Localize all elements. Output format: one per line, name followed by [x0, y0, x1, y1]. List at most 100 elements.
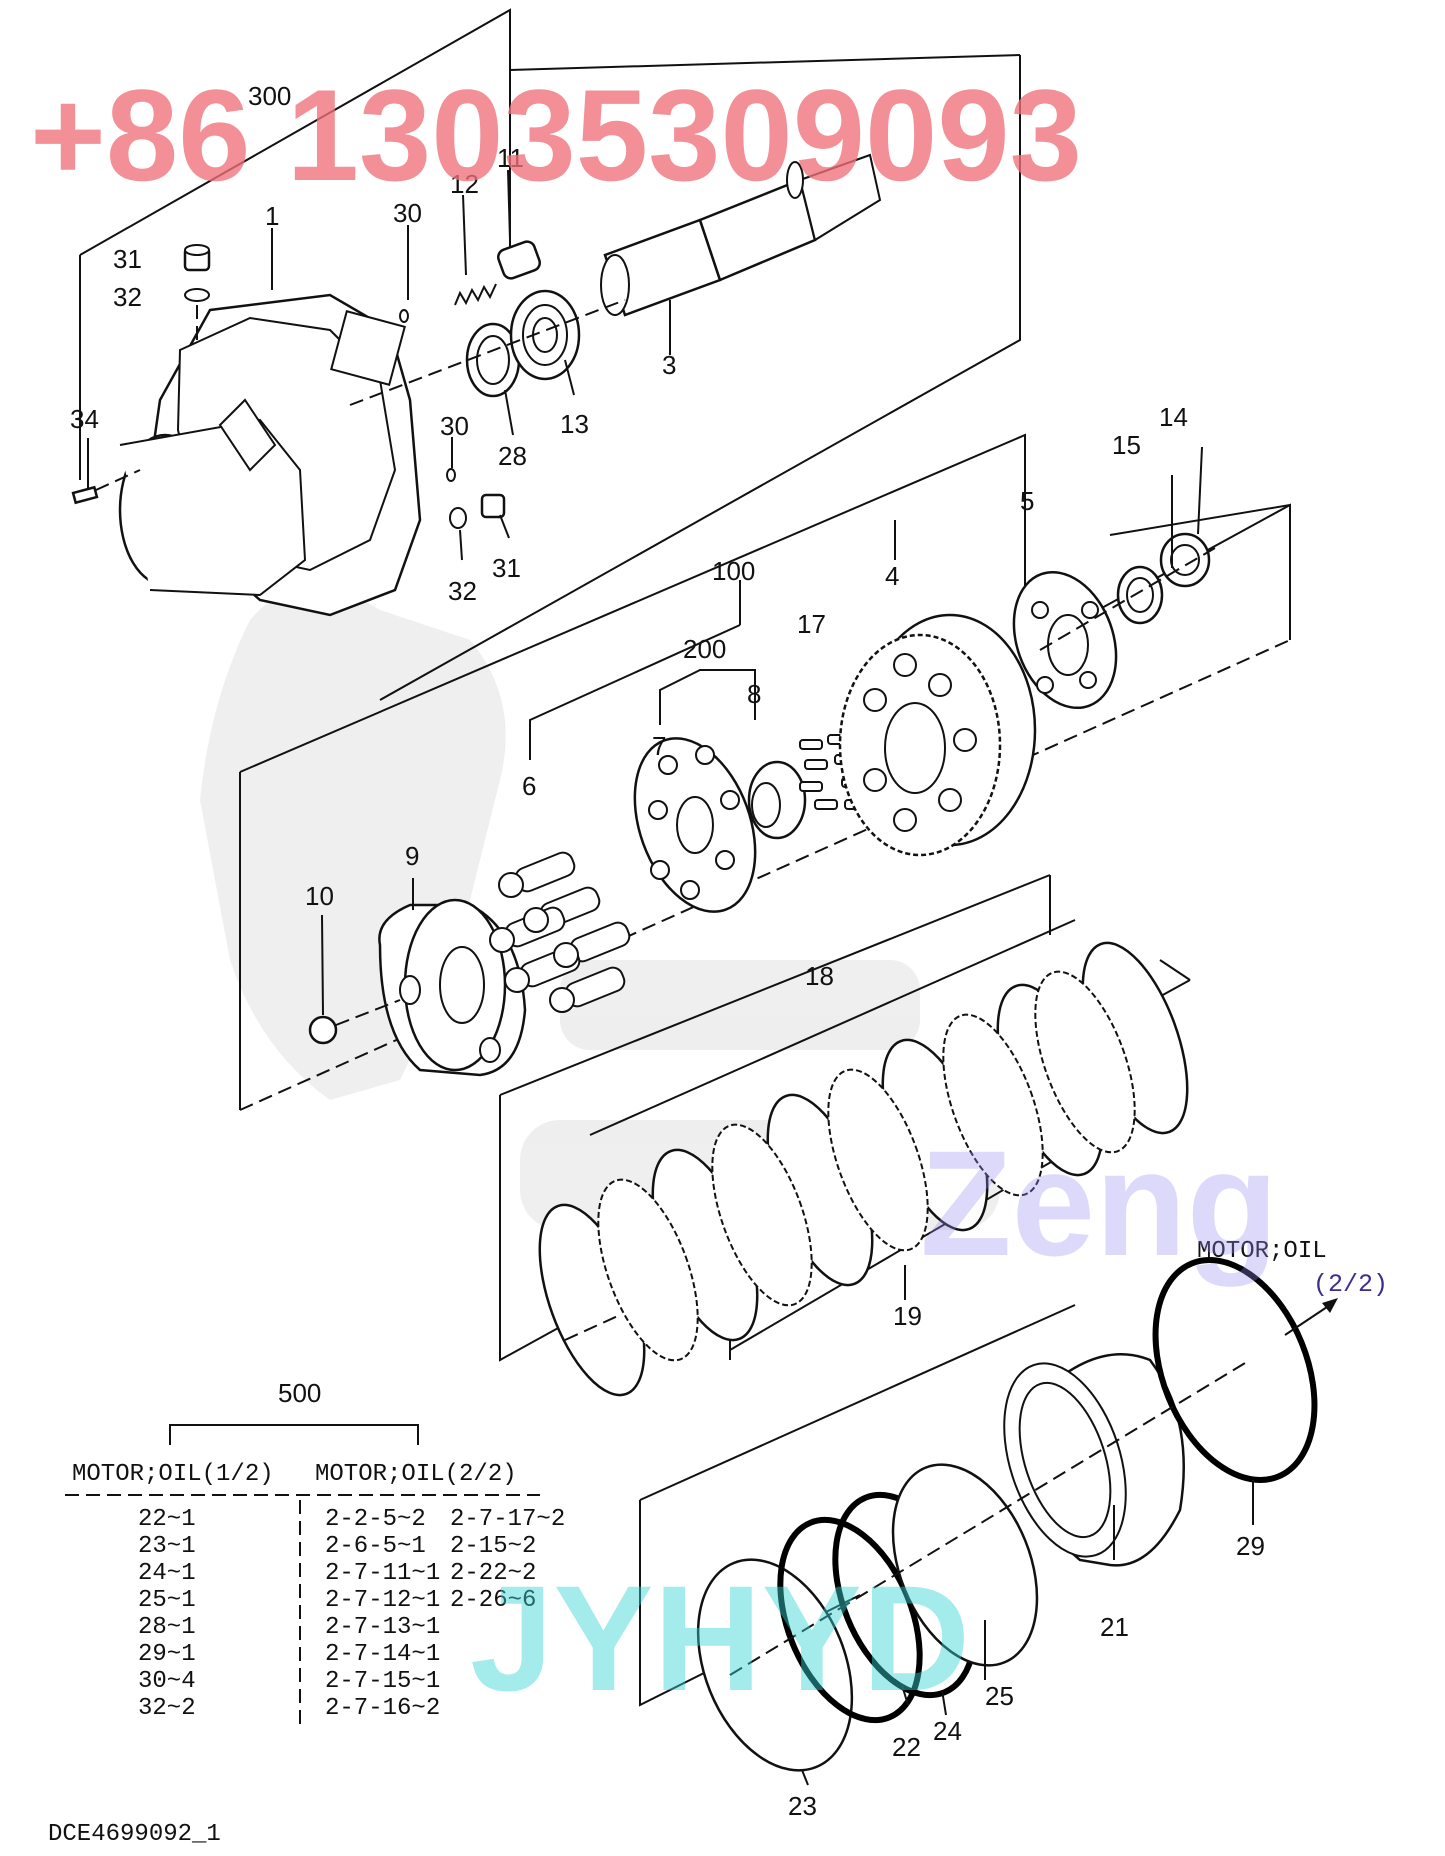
kit-entry: 2-7-17~2 — [450, 1506, 565, 1533]
kit-entry: 2-7-14~1 — [325, 1641, 440, 1668]
kit-entry: 24~1 — [138, 1560, 196, 1587]
retainer-plate-7 — [633, 737, 757, 913]
piston-assemblies-6 — [489, 851, 631, 1013]
housing-group — [71, 8, 1021, 701]
brake-disc-group — [499, 874, 1191, 1397]
callout-18: 18 — [805, 961, 834, 991]
kit-col2-header: MOTOR;OIL(2/2) — [315, 1461, 517, 1488]
kit-table: 500 MOTOR;OIL(1/2) MOTOR;OIL(2/2) 22~123… — [65, 1378, 565, 1730]
kit-entry: 32~2 — [138, 1695, 196, 1722]
callout-31-right: 31 — [492, 553, 521, 583]
brake-piston-21 — [1003, 1353, 1185, 1567]
callout-8: 8 — [747, 679, 761, 709]
callout-5: 5 — [1020, 486, 1034, 516]
brake-piston-group — [639, 1257, 1338, 1786]
kit-entry: 2-7-12~1 — [325, 1587, 440, 1614]
kit-col1: 22~123~124~125~128~129~130~432~2 — [138, 1506, 196, 1722]
spring-12 — [454, 283, 497, 306]
drive-shaft-3 — [600, 153, 882, 317]
callout-11: 11 — [497, 143, 524, 173]
callout-15: 15 — [1112, 430, 1141, 460]
backup-ring-25 — [891, 1463, 1039, 1667]
kit-entry: 23~1 — [138, 1533, 196, 1560]
ball-10 — [308, 1015, 338, 1045]
callout-9: 9 — [405, 841, 419, 871]
callout-7: 7 — [652, 731, 666, 761]
o-ring-30-top — [399, 309, 409, 323]
plug-31-top — [183, 244, 211, 272]
drawing-number: DCE4699092_1 — [48, 1821, 221, 1848]
callout-300: 300 — [248, 81, 291, 111]
o-ring-32-right — [449, 507, 467, 529]
kit-entry: 2-26~6 — [450, 1587, 536, 1614]
callout-28: 28 — [498, 441, 527, 471]
callout-4: 4 — [885, 561, 899, 591]
cylinder-block-4 — [838, 613, 1037, 857]
bearing-race-15 — [1116, 565, 1164, 625]
kit-entry: 2-2-5~2 — [325, 1506, 426, 1533]
kit-entry: 2-15~2 — [450, 1533, 536, 1560]
kit-entry: 30~4 — [138, 1668, 196, 1695]
callout-32-right: 32 — [448, 576, 477, 606]
kit-entry: 29~1 — [138, 1641, 196, 1668]
oil-seal-28 — [465, 322, 521, 398]
kit-col2a: 2-2-5~22-6-5~12-7-11~12-7-12~12-7-13~12-… — [325, 1506, 440, 1722]
swash-plate-5 — [1012, 570, 1118, 710]
reference-label: MOTOR;OIL — [1197, 1238, 1327, 1265]
leader-lines — [87, 169, 1254, 1716]
callout-19: 19 — [893, 1301, 922, 1331]
callout-labels: 300 1 11 12 30 31 32 3 13 28 30 34 32 31… — [70, 81, 1265, 1821]
spherical-bushing-8 — [747, 760, 807, 840]
kit-entry: 25~1 — [138, 1587, 196, 1614]
bolt-34 — [71, 469, 141, 505]
callout-24: 24 — [933, 1716, 962, 1746]
plug-31-right — [480, 493, 506, 519]
backup-ring-23 — [696, 1558, 854, 1786]
watermark-brand-right: Zeng — [920, 1119, 1278, 1287]
reference-page: (2/2) — [1313, 1270, 1388, 1299]
kit-entry: 22~1 — [138, 1506, 196, 1533]
kit-title: 500 — [278, 1378, 321, 1408]
bearing-14 — [1159, 532, 1211, 588]
o-ring-32-top — [184, 288, 210, 302]
rotary-group — [239, 433, 1291, 1111]
o-ring-30-right — [446, 468, 456, 482]
callout-34: 34 — [70, 404, 99, 434]
callout-32-top: 32 — [113, 282, 142, 312]
continuation-reference: MOTOR;OIL (2/2) — [1197, 1238, 1388, 1299]
callout-6: 6 — [522, 771, 536, 801]
kit-entry: 28~1 — [138, 1614, 196, 1641]
watermark-phone: +86 13035309093 — [30, 62, 1082, 208]
callout-25: 25 — [985, 1681, 1014, 1711]
callout-31-top: 31 — [113, 244, 142, 274]
kit-entry: 2-22~2 — [450, 1560, 536, 1587]
separator-plates-19 — [597, 970, 1136, 1362]
kit-entry: 2-7-13~1 — [325, 1614, 440, 1641]
callout-12: 12 — [450, 169, 479, 199]
callout-23: 23 — [788, 1791, 817, 1821]
kit-entry: 2-6-5~1 — [325, 1533, 426, 1560]
callout-3: 3 — [662, 350, 676, 380]
callout-22: 22 — [892, 1732, 921, 1762]
valve-plate-9 — [378, 898, 527, 1077]
callout-10: 10 — [305, 881, 334, 911]
callout-13: 13 — [560, 409, 589, 439]
callout-30-top: 30 — [393, 198, 422, 228]
callout-100: 100 — [712, 556, 755, 586]
callout-30-right: 30 — [440, 411, 469, 441]
kit-entry: 2-7-15~1 — [325, 1668, 440, 1695]
kit-entry: 2-7-16~2 — [325, 1695, 440, 1722]
o-ring-29 — [1152, 1257, 1318, 1483]
kit-entry: 2-7-11~1 — [325, 1560, 440, 1587]
kit-col1-header: MOTOR;OIL(1/2) — [72, 1461, 274, 1488]
callout-17: 17 — [797, 609, 826, 639]
callout-29: 29 — [1236, 1531, 1265, 1561]
piston-11 — [497, 240, 541, 280]
bearing-13 — [509, 289, 581, 381]
motor-housing — [118, 293, 422, 617]
callout-200: 200 — [683, 634, 726, 664]
kit-col2b: 2-7-17~22-15~22-22~22-26~6 — [450, 1506, 565, 1614]
callout-21: 21 — [1100, 1612, 1129, 1642]
callout-14: 14 — [1159, 402, 1188, 432]
